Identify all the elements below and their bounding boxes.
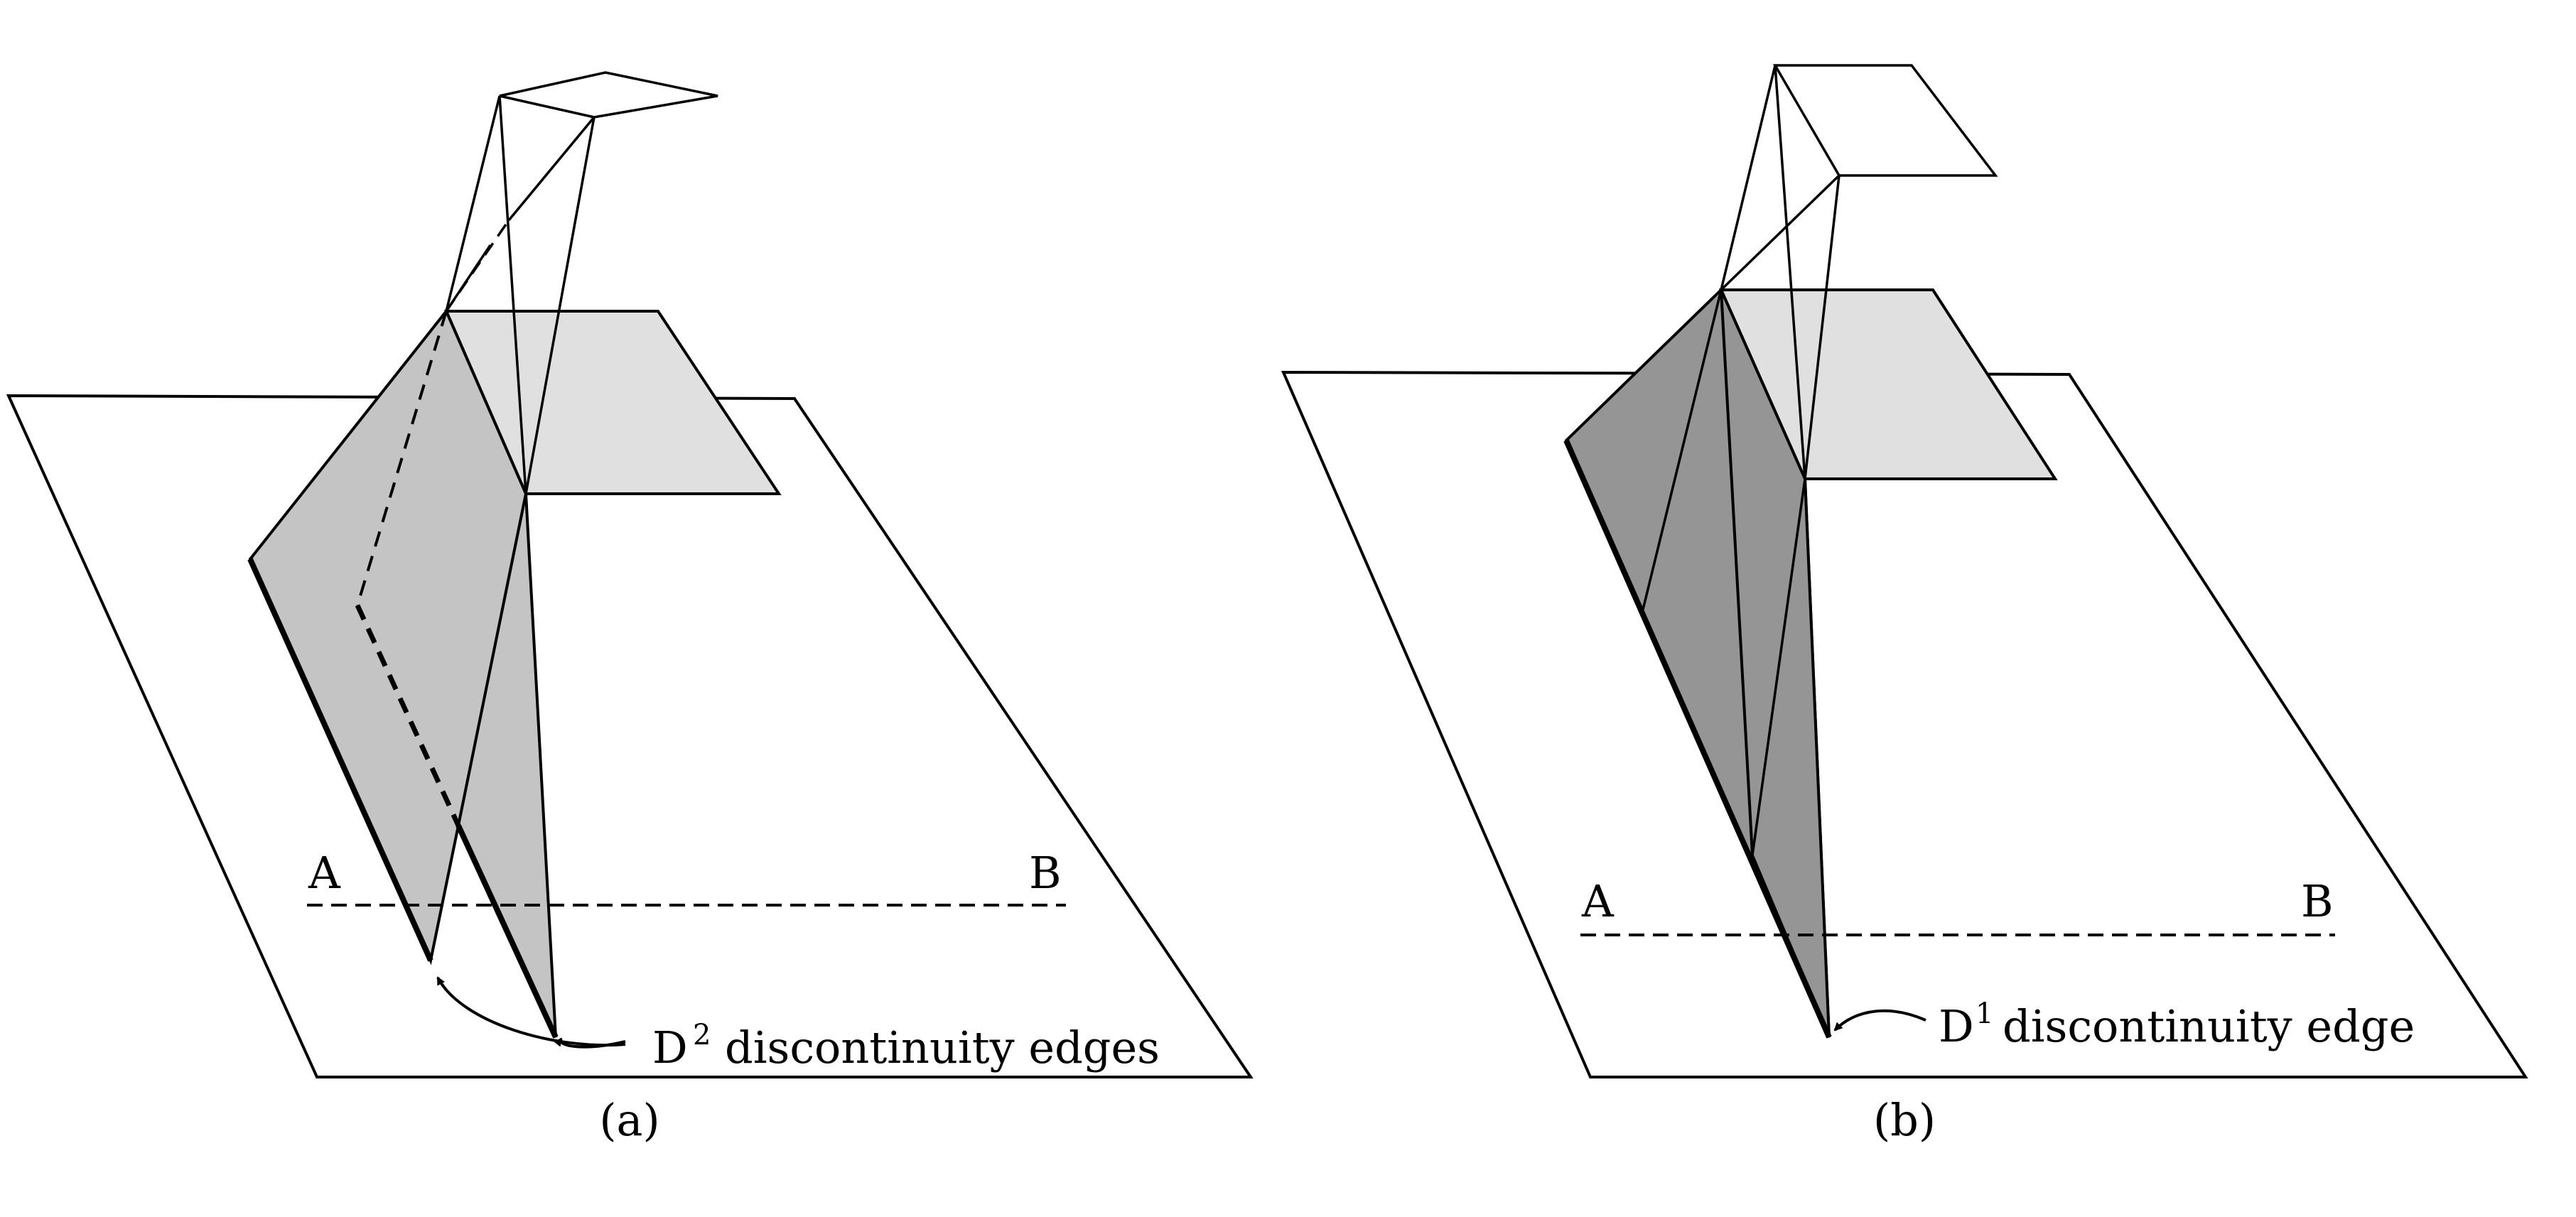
interior-edges-b: [1642, 289, 1806, 856]
wireframe-dashed-a: [445, 220, 510, 312]
point-b-label-a: B: [1029, 847, 1062, 899]
edge-label-text-b: discontinuity edge: [2003, 1000, 2415, 1052]
panel-a: A B D 2 discontinuity edges (a): [6, 71, 1254, 1146]
point-a-label-b: A: [1581, 875, 1615, 927]
discontinuity-edge-b: [1563, 439, 1832, 1039]
discontinuity-edge-1-a: [247, 558, 433, 962]
arrow-b: [1833, 1009, 1926, 1032]
edge-label-base-b: D: [1939, 1000, 1974, 1052]
point-b-label-b: B: [2301, 875, 2334, 927]
wireframe-top-b: [1720, 64, 1998, 480]
hidden-edge-a: [356, 310, 448, 606]
edge-label-sup-b: 1: [1976, 997, 1993, 1030]
arrow-2-a: [436, 976, 626, 1046]
caption-b: (b): [1873, 1094, 1936, 1146]
discontinuity-edge-2-a: [456, 824, 559, 1039]
panel-b: A B D 1 discontinuity edge (b): [1281, 64, 2528, 1146]
caption-a: (a): [599, 1094, 659, 1146]
edge-label-base-a: D: [652, 1022, 688, 1073]
wireframe-top-a: [445, 71, 718, 494]
edge-label-text-a: discontinuity edges: [725, 1022, 1160, 1073]
point-a-label-a: A: [308, 847, 341, 899]
hidden-edge-lower-a: [355, 604, 461, 827]
ground-plane-a: [6, 394, 1254, 1078]
edge-label-sup-a: 2: [693, 1019, 711, 1051]
